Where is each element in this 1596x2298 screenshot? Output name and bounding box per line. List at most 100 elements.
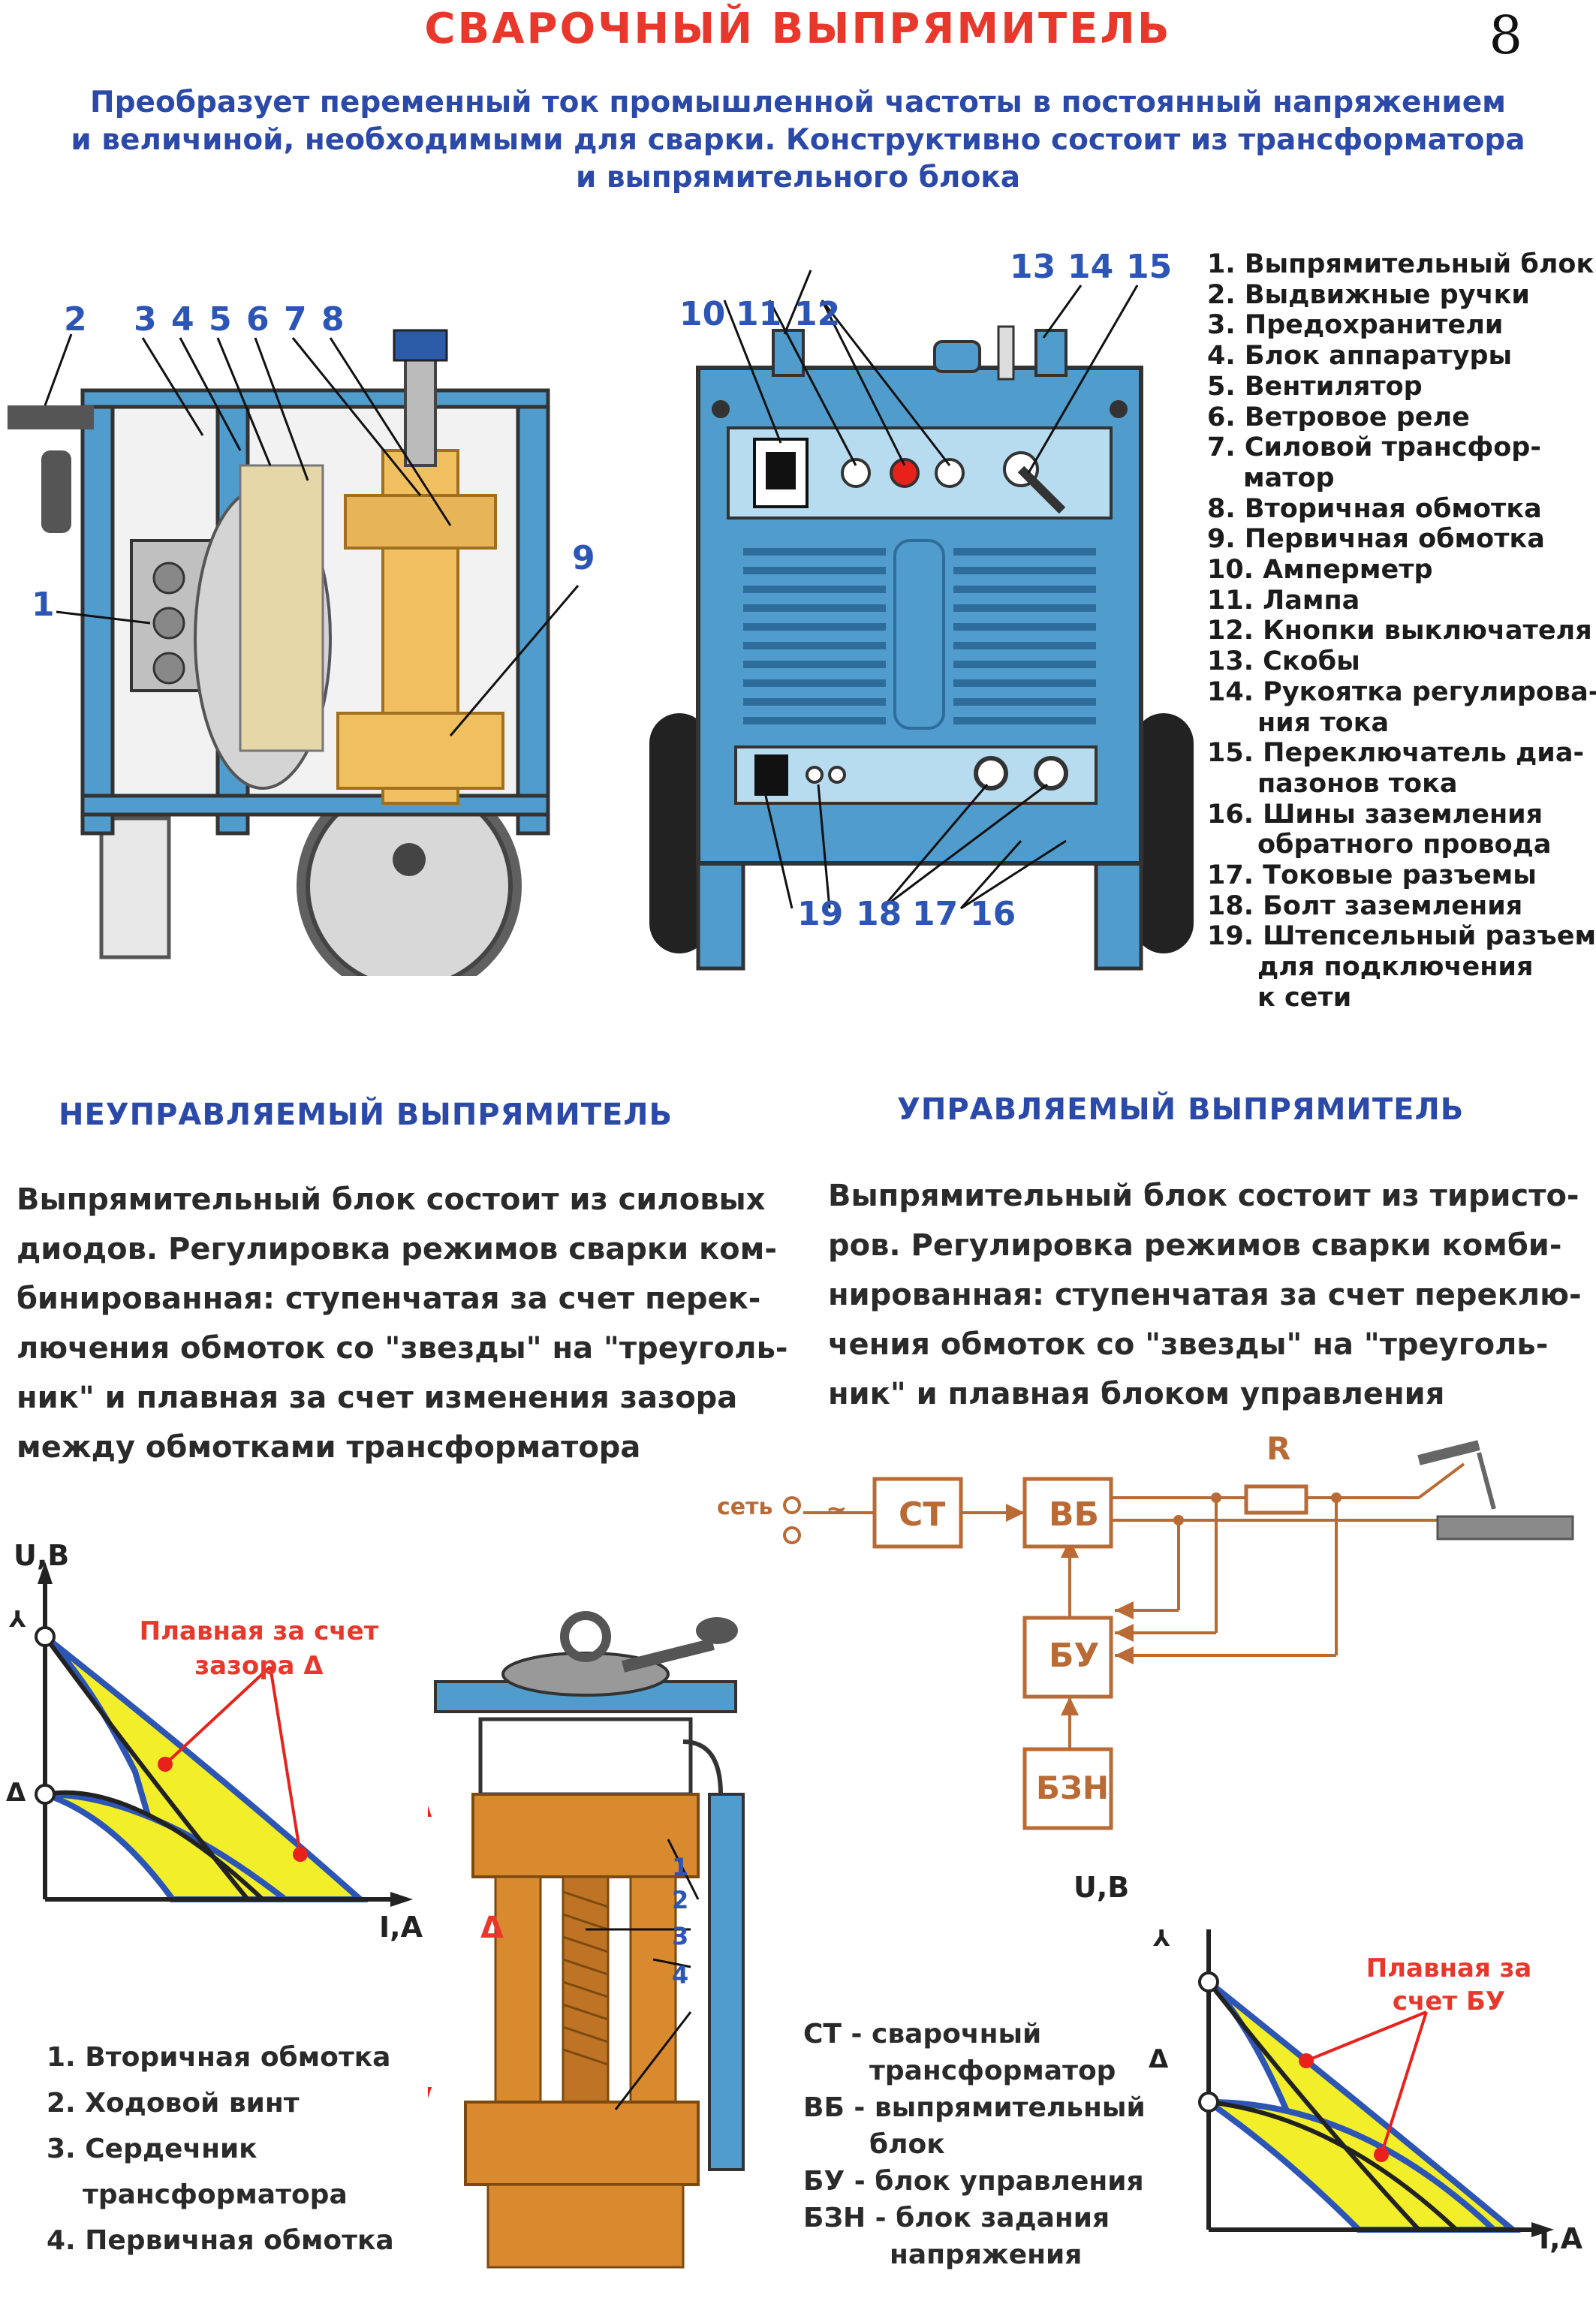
callout-17: 17 — [912, 895, 959, 933]
lamp — [841, 458, 871, 488]
input-terminal — [783, 1496, 801, 1514]
legend-item: 1. Выпрямительный блок — [1207, 249, 1594, 279]
text-line: ров. Регулировка режимов сварки комби- — [828, 1228, 1562, 1263]
legend-item: 15. Переключатель диа- — [1207, 738, 1584, 769]
pull-handle — [8, 405, 94, 429]
right-star-mark: ⅄ — [1153, 1926, 1170, 1952]
delta-point — [1198, 2092, 1219, 2113]
legend-item: 1. Вторичная обмотка — [47, 2042, 391, 2073]
left-x-label: I,A — [379, 1911, 423, 1944]
text-line: ник" и плавная за счет изменения зазора — [17, 1381, 738, 1415]
bzn-label: БЗН — [1036, 1769, 1110, 1806]
uncontrolled-text: Выпрямительный блок состоит из силовых д… — [17, 1175, 820, 1472]
legend-item-cont: к сети — [1257, 982, 1352, 1013]
controlled-heading: УПРАВЛЯЕМЫЙ ВЫПРЯМИТЕЛЬ — [897, 1092, 1465, 1127]
transformer-illustration — [428, 1611, 745, 2269]
transformer-callout-4: 4 — [672, 1961, 689, 1989]
crank-knob — [696, 1617, 738, 1644]
input-label: сеть — [717, 1494, 773, 1520]
frame-post — [516, 388, 550, 836]
right-annotation: Плавная за счет БУ — [1336, 1952, 1561, 2018]
vent-grille — [743, 548, 1096, 724]
block-bu — [1022, 1616, 1113, 1699]
rectifier-front-illustration — [649, 270, 1194, 971]
text-line: Выпрямительный блок состоит из силовых — [17, 1182, 766, 1217]
callout-13: 13 — [1010, 248, 1056, 286]
wheel-hub — [393, 843, 426, 876]
primary-winding — [336, 712, 504, 790]
y-arrow — [38, 1562, 53, 1584]
callout-10: 10 — [679, 295, 726, 333]
secondary-winding — [471, 1793, 700, 1878]
legend-item: 4. Первичная обмотка — [47, 2225, 394, 2256]
left-y-label: U,B — [14, 1539, 70, 1572]
leader-lines — [44, 333, 580, 736]
star-point — [35, 1626, 56, 1647]
pointer-line — [1380, 2011, 1428, 2155]
current-connector — [974, 756, 1008, 791]
legend-item: 18. Болт заземления — [1207, 890, 1523, 921]
ground-bolt — [828, 766, 846, 784]
text-line: лючения обмоток со "звезды" на "треуголь… — [17, 1331, 788, 1366]
gap-label: Δ — [480, 1911, 504, 1945]
pointer-dot — [1374, 2147, 1389, 2162]
annotation-line: Плавная за счет — [139, 1616, 379, 1646]
annotation-line: счет БУ — [1392, 1986, 1506, 2016]
curve-region-star — [43, 1634, 369, 1902]
delta-point — [35, 1784, 56, 1805]
legend-item: 9. Первичная обмотка — [1207, 524, 1545, 555]
page-title: СВАРОЧНЫЙ ВЫПРЯМИТЕЛЬ — [424, 5, 1172, 53]
text-line: нированная: ступенчатая за счет переклю- — [828, 1278, 1582, 1312]
current-handle — [997, 325, 1015, 381]
legend-item: 6. Ветровое реле — [1207, 402, 1470, 432]
callout-18: 18 — [856, 895, 902, 933]
frame-post — [80, 388, 115, 836]
lifting-eye — [560, 1611, 611, 1662]
pointer-line — [269, 1666, 302, 1855]
vb-label: ВБ — [1049, 1495, 1100, 1534]
text-line: диодов. Регулировка режимов сварки ком- — [17, 1232, 777, 1266]
legend-item-cont: матор — [1243, 462, 1335, 493]
input-symbol: ~ — [826, 1494, 848, 1524]
callout-14: 14 — [1068, 248, 1114, 286]
frame-top-rail — [80, 388, 550, 409]
right-wheel — [1134, 713, 1194, 953]
abbr-item-cont: блок — [869, 2129, 945, 2160]
ground-bolt — [806, 766, 824, 784]
left-wheel — [649, 713, 709, 953]
legend-item-cont: пазонов тока — [1257, 768, 1458, 799]
x-arrow — [1531, 2222, 1554, 2237]
left-star-mark: ⅄ — [9, 1607, 26, 1633]
front-leg — [99, 816, 171, 959]
callout-15: 15 — [1126, 248, 1173, 286]
right-characteristic-graph — [1198, 1929, 1554, 2237]
abbr-item: ВБ - выпрямительный — [803, 2092, 1146, 2123]
side-handle — [41, 450, 71, 533]
core-base — [486, 2183, 685, 2269]
text-line: чения обмоток со "звезды" на "треуголь- — [828, 1327, 1549, 1362]
subtitle: Преобразует переменный ток промышленной … — [0, 84, 1596, 197]
text-line: между обмотками трансформатора — [17, 1430, 641, 1465]
crank — [622, 1638, 715, 1673]
left-delta-mark: Δ — [6, 1778, 26, 1808]
legend-item: 13. Скобы — [1207, 646, 1360, 677]
callout-19: 19 — [797, 895, 844, 933]
block-st — [872, 1477, 963, 1549]
abbreviations-legend: СТ - сварочный трансформатор ВБ - выпрям… — [803, 2016, 1164, 2273]
screw — [712, 400, 730, 418]
screw-thread — [562, 1890, 609, 2066]
pointer-line — [164, 1665, 272, 1766]
legend-item: 3. Предохранители — [1207, 310, 1504, 341]
uncontrolled-heading: НЕУПРАВЛЯЕМЫЙ ВЫПРЯМИТЕЛЬ — [59, 1098, 673, 1132]
legend-item-cont: ния тока — [1257, 707, 1390, 738]
terminal-bolt — [152, 607, 185, 640]
range-switch-lever — [1017, 465, 1066, 514]
current-knob — [933, 340, 981, 373]
legend-item: 7. Силовой трансфор- — [1207, 432, 1541, 463]
legend-item: 12. Кнопки выключателя — [1207, 616, 1592, 646]
bracket — [1034, 329, 1068, 377]
legend-item: 17. Токовые разъемы — [1207, 860, 1537, 891]
transformer-callout-3: 3 — [672, 1922, 689, 1950]
bu-label: БУ — [1049, 1637, 1100, 1675]
callout-4: 4 — [171, 300, 194, 339]
